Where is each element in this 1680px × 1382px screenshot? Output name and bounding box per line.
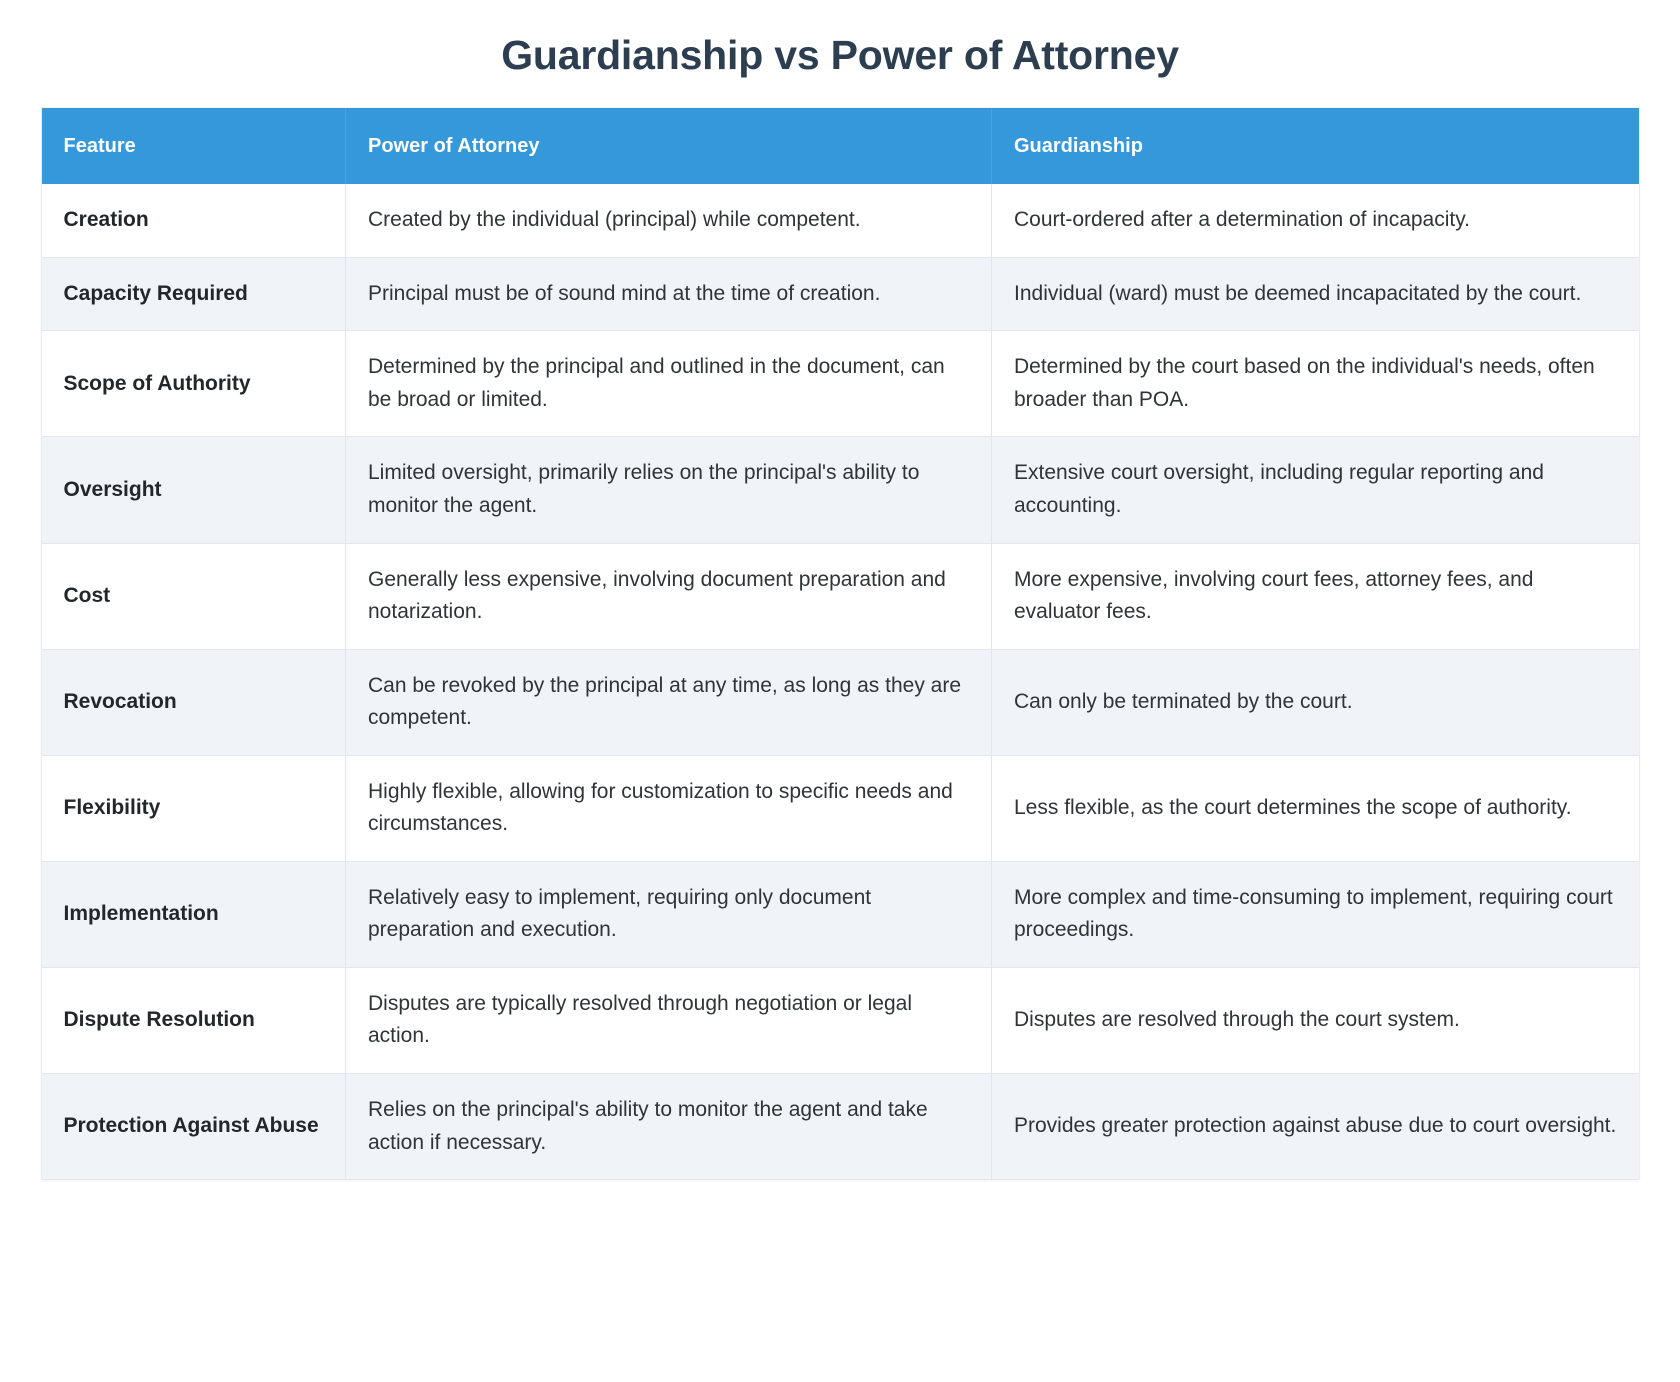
- page-title: Guardianship vs Power of Attorney: [501, 32, 1179, 78]
- cell-guardianship: Court-ordered after a determination of i…: [991, 184, 1639, 258]
- cell-power-of-attorney: Principal must be of sound mind at the t…: [345, 257, 992, 332]
- comparison-table-container: Feature Power of Attorney Guardianship C…: [41, 108, 1639, 1180]
- table-row: Dispute Resolution Disputes are typicall…: [41, 967, 1639, 1075]
- table-row: Protection Against Abuse Relies on the p…: [41, 1073, 1639, 1180]
- cell-feature: Oversight: [41, 436, 346, 544]
- comparison-table: Feature Power of Attorney Guardianship C…: [41, 108, 1639, 1180]
- table-row: Capacity Required Principal must be of s…: [41, 257, 1639, 332]
- table-header-row: Feature Power of Attorney Guardianship: [41, 108, 1639, 185]
- cell-feature: Creation: [41, 184, 346, 258]
- cell-feature: Dispute Resolution: [41, 967, 346, 1075]
- cell-power-of-attorney: Limited oversight, primarily relies on t…: [345, 436, 992, 544]
- cell-feature: Implementation: [41, 861, 346, 968]
- table-header: Feature Power of Attorney Guardianship: [41, 108, 1639, 185]
- column-header-guardianship: Guardianship: [991, 108, 1639, 185]
- cell-feature: Protection Against Abuse: [41, 1073, 346, 1180]
- cell-power-of-attorney: Highly flexible, allowing for customizat…: [345, 755, 992, 862]
- cell-power-of-attorney: Can be revoked by the principal at any t…: [345, 649, 992, 756]
- table-row: Scope of Authority Determined by the pri…: [41, 330, 1639, 438]
- cell-guardianship: More expensive, involving court fees, at…: [991, 543, 1639, 650]
- cell-feature: Cost: [41, 543, 346, 650]
- cell-guardianship: More complex and time-consuming to imple…: [991, 861, 1639, 968]
- cell-guardianship: Determined by the court based on the ind…: [991, 330, 1639, 438]
- cell-guardianship: Extensive court oversight, including reg…: [991, 436, 1639, 544]
- cell-power-of-attorney: Relatively easy to implement, requiring …: [345, 861, 992, 968]
- table-row: Flexibility Highly flexible, allowing fo…: [41, 755, 1639, 862]
- cell-power-of-attorney: Relies on the principal's ability to mon…: [345, 1073, 992, 1180]
- column-header-power-of-attorney: Power of Attorney: [345, 108, 992, 185]
- cell-power-of-attorney: Created by the individual (principal) wh…: [345, 184, 992, 258]
- table-row: Cost Generally less expensive, involving…: [41, 543, 1639, 650]
- table-row: Oversight Limited oversight, primarily r…: [41, 436, 1639, 544]
- cell-power-of-attorney: Determined by the principal and outlined…: [345, 330, 992, 438]
- cell-guardianship: Individual (ward) must be deemed incapac…: [991, 257, 1639, 332]
- table-body: Creation Created by the individual (prin…: [41, 184, 1639, 1180]
- table-row: Creation Created by the individual (prin…: [41, 184, 1639, 258]
- cell-guardianship: Can only be terminated by the court.: [991, 649, 1639, 756]
- cell-guardianship: Less flexible, as the court determines t…: [991, 755, 1639, 862]
- cell-power-of-attorney: Disputes are typically resolved through …: [345, 967, 992, 1075]
- cell-feature: Capacity Required: [41, 257, 346, 332]
- cell-guardianship: Disputes are resolved through the court …: [991, 967, 1639, 1075]
- cell-feature: Revocation: [41, 649, 346, 756]
- table-row: Implementation Relatively easy to implem…: [41, 861, 1639, 968]
- table-row: Revocation Can be revoked by the princip…: [41, 649, 1639, 756]
- cell-guardianship: Provides greater protection against abus…: [1014, 1114, 1617, 1138]
- cell-feature: Scope of Authority: [41, 330, 346, 438]
- cell-feature: Flexibility: [41, 755, 346, 862]
- column-header-feature: Feature: [41, 108, 346, 185]
- cell-power-of-attorney: Generally less expensive, involving docu…: [345, 543, 992, 650]
